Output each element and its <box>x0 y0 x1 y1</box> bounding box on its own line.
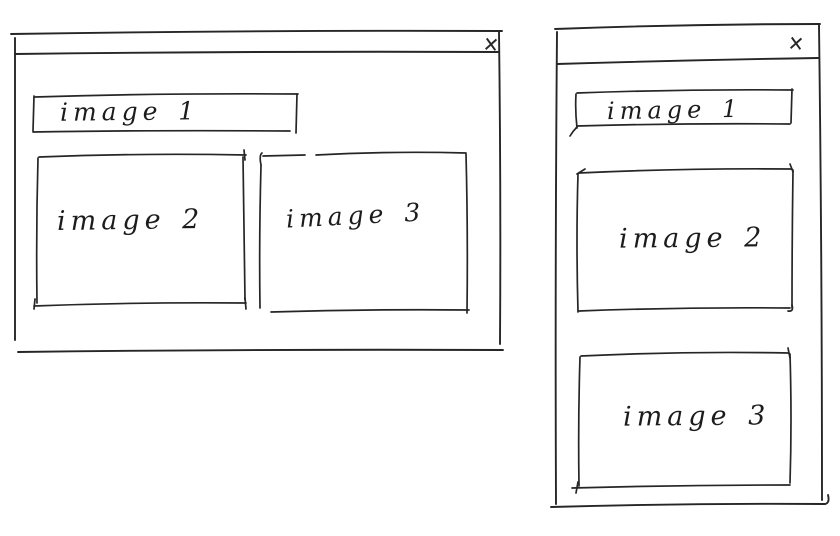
left-window-image3-label: image 3 <box>285 197 426 234</box>
right-window-image2-label: image 2 <box>618 222 767 255</box>
left-window-image2-label: image 2 <box>56 203 205 238</box>
close-icon[interactable]: ✕ <box>786 31 806 57</box>
right-window-image1-label: image 1 <box>606 94 743 126</box>
right-window: image 1 image 2 image 3 ✕ <box>555 23 825 507</box>
right-window-image3-label: image 3 <box>622 400 771 433</box>
close-icon[interactable]: ✕ <box>481 32 501 58</box>
left-window: image 1 image 2 image 3 ✕ <box>14 31 502 353</box>
left-window-image1-label: image 1 <box>59 96 200 127</box>
